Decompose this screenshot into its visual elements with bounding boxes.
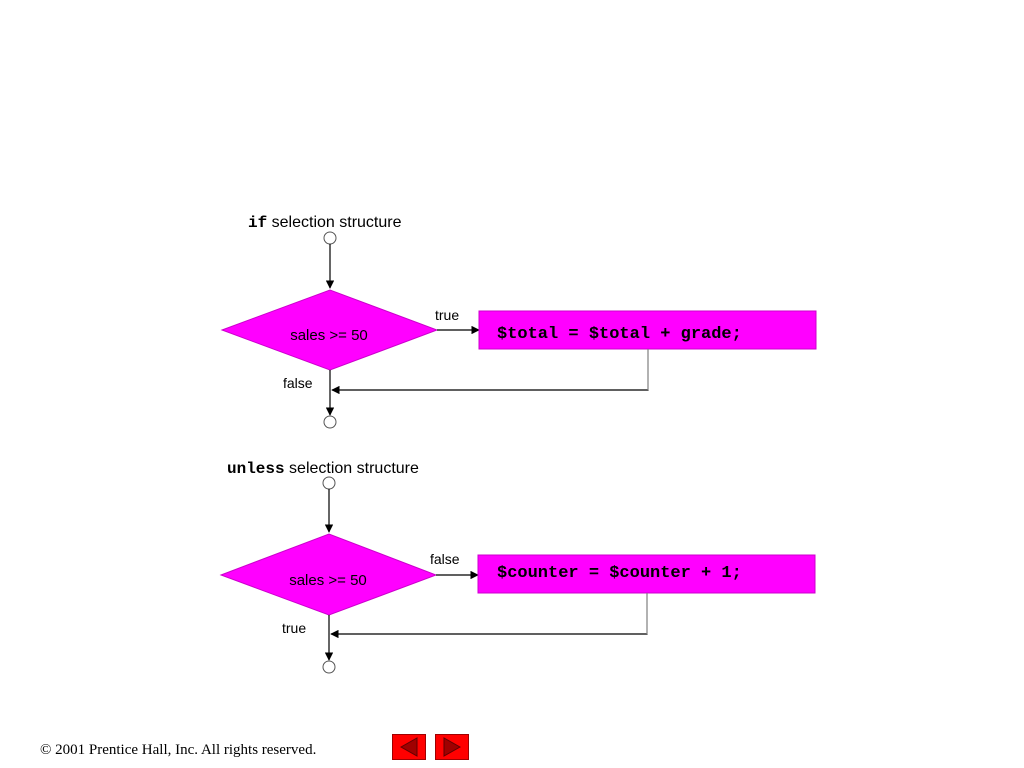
if-action-box bbox=[478, 310, 817, 350]
previous-slide-button[interactable] bbox=[392, 734, 426, 760]
if-keyword: if bbox=[248, 214, 267, 232]
unless-true-label: true bbox=[282, 620, 306, 636]
unless-keyword: unless bbox=[227, 460, 285, 478]
next-slide-button[interactable] bbox=[435, 734, 469, 760]
unless-structure-title: unless selection structure bbox=[227, 460, 419, 478]
if-title-rest: selection structure bbox=[267, 214, 401, 231]
unless-action-label: $counter = $counter + 1; bbox=[497, 564, 742, 583]
if-structure-title: if selection structure bbox=[248, 214, 402, 232]
if-condition-label: sales >= 50 bbox=[290, 327, 368, 344]
triangle-right-icon bbox=[443, 737, 462, 757]
unless-action-box bbox=[477, 554, 816, 594]
if-end-node bbox=[323, 415, 337, 429]
unless-merge-arrow bbox=[330, 593, 648, 639]
unless-title-rest: selection structure bbox=[285, 460, 419, 477]
triangle-left-icon bbox=[399, 737, 418, 757]
if-structure: if selection structure sales >= 50 true … bbox=[220, 214, 817, 429]
unless-condition-label: sales >= 50 bbox=[289, 572, 367, 589]
if-action-label: $total = $total + grade; bbox=[497, 325, 742, 344]
if-false-label: false bbox=[283, 375, 313, 391]
if-start-node bbox=[323, 231, 337, 245]
if-true-label: true bbox=[435, 307, 459, 323]
unless-false-label: false bbox=[430, 551, 460, 567]
unless-start-node bbox=[322, 476, 336, 490]
if-merge-arrow bbox=[331, 349, 649, 395]
unless-end-node bbox=[322, 660, 336, 674]
copyright-footer: © 2001 Prentice Hall, Inc. All rights re… bbox=[40, 742, 317, 758]
unless-structure: unless selection structure sales >= 50 f… bbox=[219, 460, 816, 674]
